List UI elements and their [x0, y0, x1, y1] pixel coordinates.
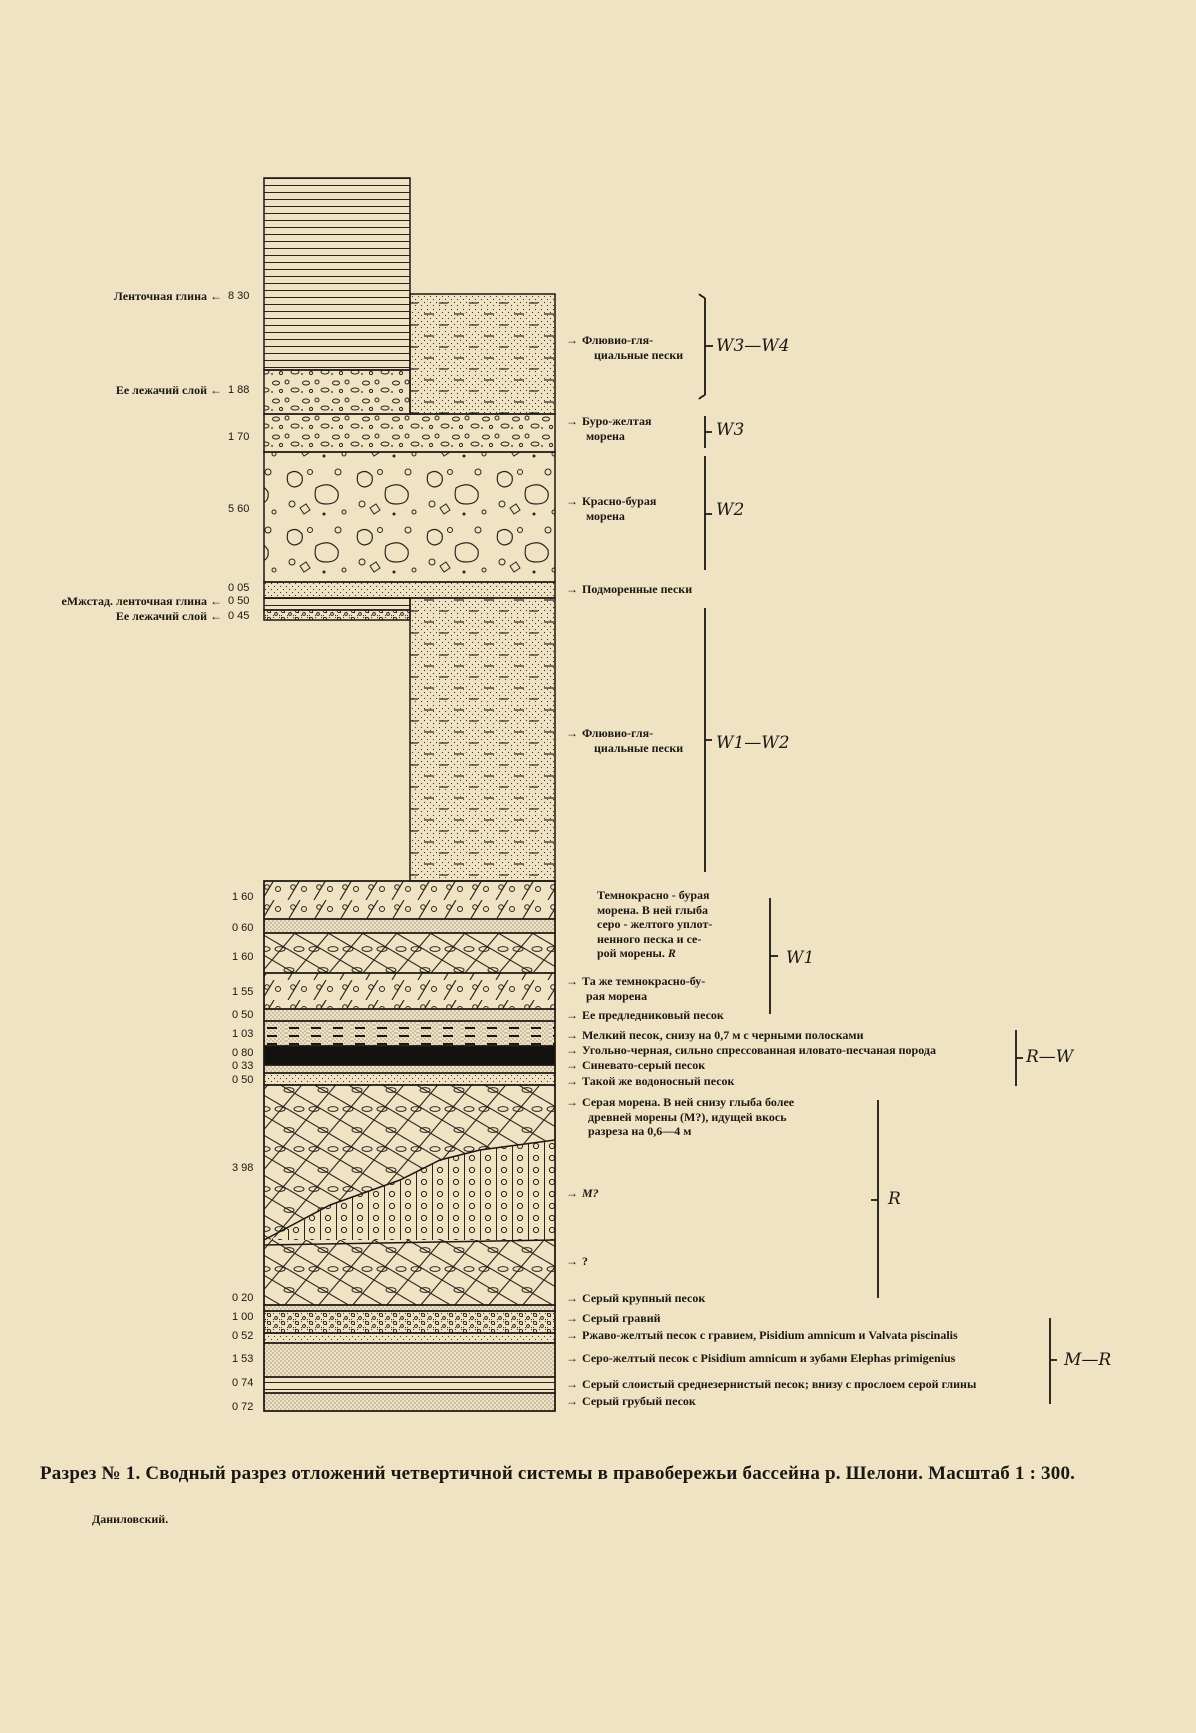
desc-fluvioglacial-upper: →Флювио-гля-циальные пески	[566, 333, 683, 362]
layer-preglacial-sand	[264, 1009, 555, 1021]
thickness-13: 0 52	[232, 1330, 253, 1343]
thickness-11: 0 20	[232, 1292, 253, 1305]
layer-underlying-bed	[264, 370, 410, 414]
stage-w3: W3	[716, 420, 744, 440]
layer-bluish-sand	[264, 1065, 555, 1073]
label-varved-clay: Ленточная глина ←	[114, 289, 226, 303]
stage-w2: W2	[716, 500, 744, 520]
layer-aquifer-sand	[264, 1073, 555, 1085]
stage-r: R	[888, 1189, 901, 1209]
layer-grey-gravel	[264, 1311, 555, 1333]
thickness-10: 3 98	[232, 1162, 253, 1175]
layer-dark-red-moraine	[264, 881, 555, 919]
layer-rusty-sand	[264, 1333, 555, 1343]
layer-varved-clay	[264, 178, 410, 370]
figure-caption: Разрез № 1. Сводный разрез отложений чет…	[40, 1463, 1075, 1485]
layer-grey-moraine-block	[264, 933, 555, 973]
thickness-4: 1 55	[232, 986, 253, 999]
thickness-brown-moraine: 1 70	[228, 431, 249, 444]
desc-coarse-sand: →Серый крупный песок	[566, 1291, 705, 1306]
stage-r-w: R—W	[1026, 1047, 1073, 1067]
label-interstadial-clay: еМжстад. ленточная глина ←	[61, 594, 226, 608]
layer-brown-yellow-moraine	[264, 414, 555, 452]
desc-bluish-sand: →Синевато-серый песок	[566, 1058, 705, 1073]
thickness-7: 0 80	[232, 1047, 253, 1060]
label-underlying-bed: Ее лежачий слой ←	[116, 383, 226, 397]
layer-sand-block	[264, 919, 555, 933]
desc-rusty-sand: →Ржаво-желтый песок с гравием, Pisidium …	[566, 1328, 958, 1343]
thickness-8: 0 33	[232, 1060, 253, 1073]
desc-preglacial-sand: →Ее предледниковый песок	[566, 1008, 724, 1023]
thickness-14: 1 53	[232, 1353, 253, 1366]
layer-fluvioglacial-upper	[410, 294, 555, 414]
label-underlying-bed-2: Ее лежачий слой ←	[116, 609, 226, 623]
stage-braces	[699, 294, 1057, 1404]
layer-dark-red-moraine-2	[264, 973, 555, 1009]
layer-fluvioglacial-lower	[410, 598, 555, 881]
thickness-interstadial-clay: 0 50	[228, 595, 249, 608]
desc-grey-yellow-sand: →Серо-желтый песок с Pisidium amnicum и …	[566, 1351, 955, 1366]
desc-submoraine-sand: →Подморенные пески	[566, 582, 692, 597]
thickness-underlying-bed: 1 88	[228, 384, 249, 397]
desc-unknown: →?	[566, 1254, 588, 1269]
layer-layered-sand	[264, 1377, 555, 1393]
thickness-6: 1 03	[232, 1028, 253, 1041]
thickness-5: 0 50	[232, 1009, 253, 1022]
thickness-underlying-bed-2: 0 45	[228, 610, 249, 623]
layer-coarse-sand	[264, 1305, 555, 1311]
thickness-12: 1 00	[232, 1311, 253, 1324]
layer-underlying-bed-2	[264, 610, 410, 620]
layer-coarse-grey-sand	[264, 1393, 555, 1411]
desc-layered-sand: →Серый слоистый среднезернистый песок; в…	[566, 1377, 976, 1392]
stage-w1-w2: W1—W2	[716, 733, 790, 753]
stage-w3-w4: W3—W4	[716, 336, 790, 356]
stage-w1: W1	[786, 948, 814, 968]
author-name: Даниловский.	[92, 1512, 168, 1527]
desc-fine-sand: →Мелкий песок, снизу на 0,7 м с черными …	[566, 1028, 864, 1043]
desc-old-moraine: →М?	[566, 1186, 599, 1201]
layer-interstadial-clay	[264, 598, 410, 610]
thickness-2: 0 60	[232, 922, 253, 935]
thickness-9: 0 50	[232, 1074, 253, 1087]
layer-red-brown-moraine	[264, 452, 555, 582]
layer-coal-black	[264, 1046, 555, 1065]
desc-coarse-grey-sand: →Серый грубый песок	[566, 1394, 696, 1409]
desc-grey-gravel: →Серый гравий	[566, 1311, 661, 1326]
desc-fluvioglacial-lower: →Флювио-гля-циальные пески	[566, 726, 683, 755]
layer-fine-sand	[264, 1021, 555, 1046]
desc-dark-red-moraine-2: →Та же темнокрасно-бу-рая морена	[566, 974, 705, 1003]
thickness-15: 0 74	[232, 1377, 253, 1390]
layer-grey-yellow-sand	[264, 1343, 555, 1377]
thickness-varved-clay: 8 30	[228, 290, 249, 303]
thickness-3: 1 60	[232, 951, 253, 964]
layer-submoraine-sand	[264, 582, 555, 598]
desc-aquifer-sand: →Такой же водоносный песок	[566, 1074, 734, 1089]
thickness-submoraine: 0 05	[228, 582, 249, 595]
thickness-red-moraine: 5 60	[228, 503, 249, 516]
stage-m-r: M—R	[1064, 1350, 1111, 1370]
thickness-16: 0 72	[232, 1401, 253, 1414]
desc-coal-black: →Угольно-черная, сильно спрессованная ил…	[566, 1043, 936, 1058]
thickness-1: 1 60	[232, 891, 253, 904]
